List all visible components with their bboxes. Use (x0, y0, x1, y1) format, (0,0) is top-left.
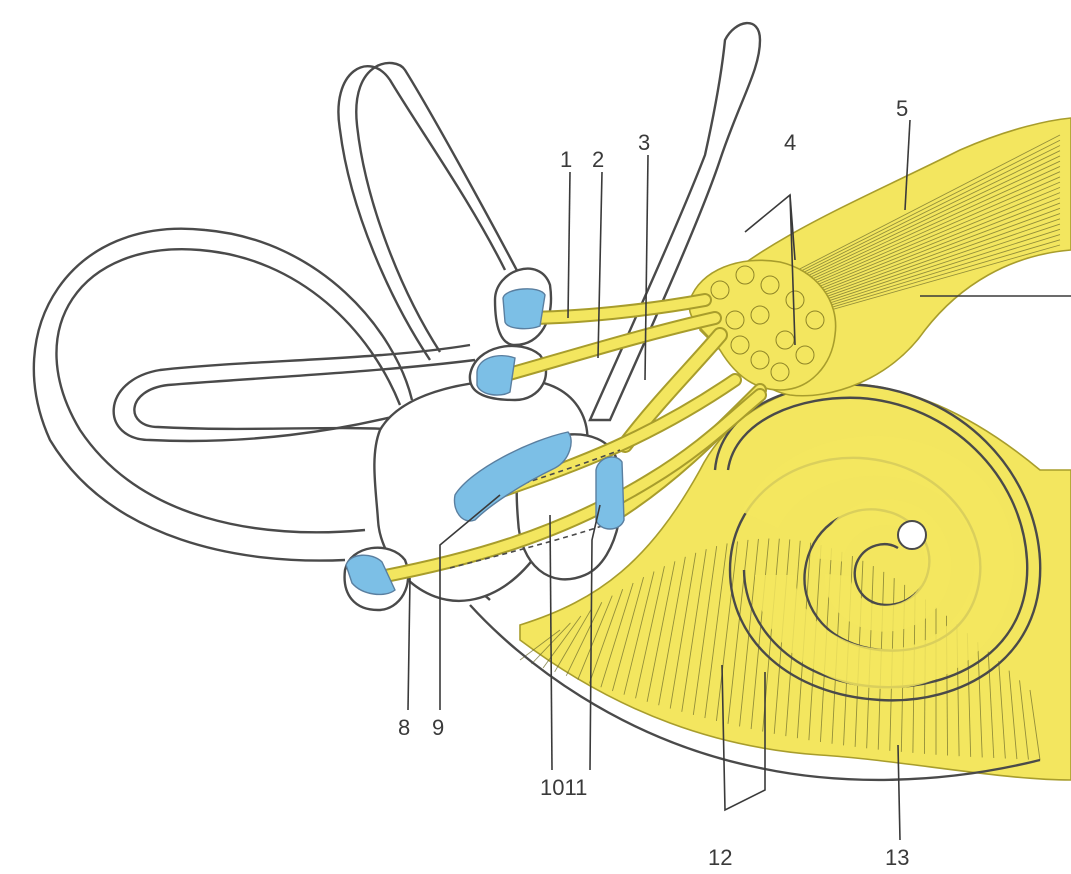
anterior-canal (338, 66, 505, 360)
macula-saccule (596, 457, 624, 529)
label-2: 2 (592, 147, 604, 172)
label-3: 3 (638, 130, 650, 155)
label-12: 12 (708, 845, 732, 870)
crista-anterior (503, 289, 545, 329)
crista-lateral (477, 356, 515, 395)
label-9: 9 (432, 715, 444, 740)
label-1: 1 (560, 147, 572, 172)
semicircular-canals (34, 23, 760, 610)
label-8: 8 (398, 715, 410, 740)
label-13: 13 (885, 845, 909, 870)
helicotrema (898, 521, 926, 549)
label-1011: 1011 (540, 775, 587, 800)
posterior-canal (56, 249, 400, 532)
label-5: 5 (896, 96, 908, 121)
label-4: 4 (784, 130, 796, 155)
